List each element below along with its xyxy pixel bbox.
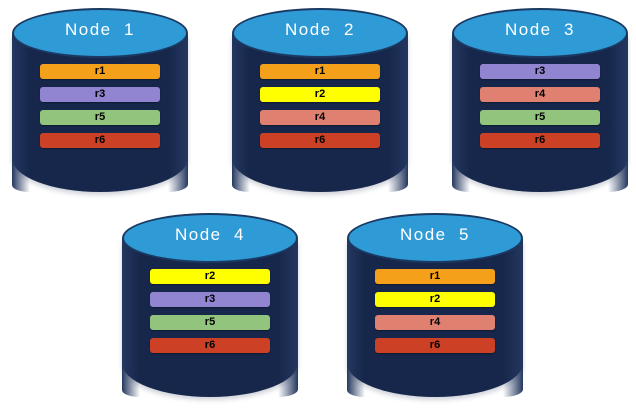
replica-bar[interactable]: r1	[375, 269, 495, 284]
cylinder-top-ellipse	[452, 8, 628, 58]
replica-bar[interactable]: r2	[150, 269, 270, 284]
replica-bar[interactable]: r4	[480, 87, 600, 102]
replica-bar[interactable]: r5	[150, 315, 270, 330]
replica-bar[interactable]: r3	[480, 64, 600, 79]
replica-bar[interactable]: r1	[260, 64, 380, 79]
replica-bar[interactable]: r3	[150, 292, 270, 307]
replica-list: r1 r3 r5 r6	[40, 64, 160, 156]
replica-bar[interactable]: r3	[40, 87, 160, 102]
replica-list: r2 r3 r5 r6	[150, 269, 270, 361]
cylinder-top-ellipse	[232, 8, 408, 58]
replica-bar[interactable]: r4	[375, 315, 495, 330]
database-node-5[interactable]: Node 5 r1 r2 r4 r6	[345, 209, 525, 401]
cylinder-top-ellipse	[347, 213, 523, 263]
replica-bar[interactable]: r2	[375, 292, 495, 307]
database-node-1[interactable]: Node 1 r1 r3 r5 r6	[10, 4, 190, 196]
replica-list: r3 r4 r5 r6	[480, 64, 600, 156]
replica-bar[interactable]: r5	[480, 110, 600, 125]
replica-bar[interactable]: r6	[150, 338, 270, 353]
replica-bar[interactable]: r2	[260, 87, 380, 102]
node-label: Node 2	[284, 20, 356, 39]
node-label: Node 3	[504, 20, 576, 39]
database-node-3[interactable]: Node 3 r3 r4 r5 r6	[450, 4, 630, 196]
replica-bar[interactable]: r6	[40, 133, 160, 148]
node-label: Node 4	[174, 225, 246, 244]
replica-list: r1 r2 r4 r6	[260, 64, 380, 156]
cylinder-top-ellipse	[122, 213, 298, 263]
node-label: Node 5	[399, 225, 471, 244]
replica-bar[interactable]: r6	[480, 133, 600, 148]
database-node-4[interactable]: Node 4 r2 r3 r5 r6	[120, 209, 300, 401]
replica-bar[interactable]: r1	[40, 64, 160, 79]
replica-list: r1 r2 r4 r6	[375, 269, 495, 361]
replica-bar[interactable]: r5	[40, 110, 160, 125]
replica-bar[interactable]: r4	[260, 110, 380, 125]
node-label: Node 1	[64, 20, 136, 39]
replica-bar[interactable]: r6	[260, 133, 380, 148]
database-node-2[interactable]: Node 2 r1 r2 r4 r6	[230, 4, 410, 196]
cylinder-top-ellipse	[12, 8, 188, 58]
replica-bar[interactable]: r6	[375, 338, 495, 353]
